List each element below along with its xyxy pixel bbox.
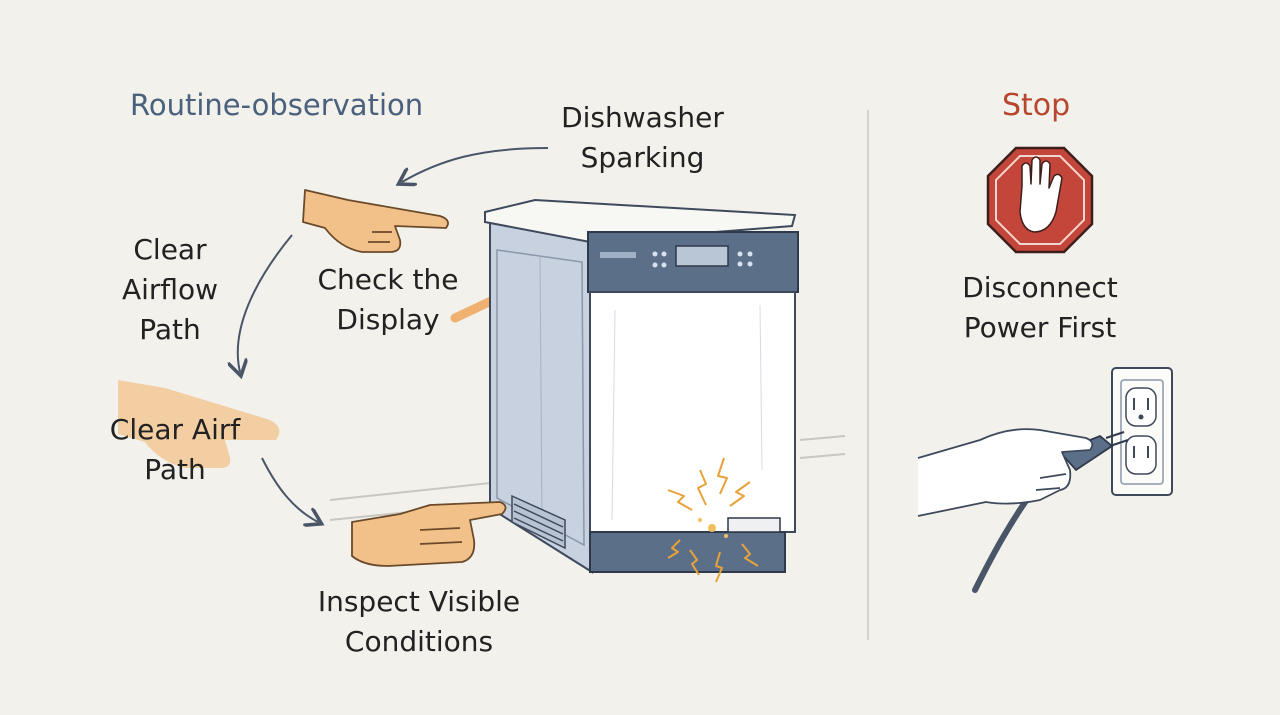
label-line: Sparking [580, 141, 705, 174]
arrow-to-airflow [238, 234, 293, 372]
arrow-to-check [402, 147, 549, 182]
label-dishwasher-sparking: Dishwasher Sparking [555, 98, 730, 178]
label-line: Clear Airf [109, 413, 241, 446]
flow-arrows [238, 147, 549, 522]
hand-pointing-icon [302, 189, 449, 253]
label-line: Path [139, 313, 201, 346]
display-screen [675, 245, 729, 267]
hand-blurred-icon [118, 380, 280, 468]
label-line: Power First [963, 311, 1117, 344]
stop-title: Stop [1002, 88, 1071, 123]
label-disconnect-power-first: Disconnect Power First [945, 268, 1135, 348]
power-outlet-icon [1111, 367, 1173, 496]
label-line: Check the [317, 263, 459, 296]
dishwasher-illustration [484, 198, 799, 574]
label-clear-airf-path: Clear Airf Path [100, 410, 250, 490]
routine-title: Routine-observation [130, 88, 424, 122]
label-line: Path [144, 453, 206, 486]
label-clear-airflow-path: Clear Airflow Path [110, 230, 230, 350]
hand-inspect-icon [351, 501, 507, 567]
label-line: Inspect Visible [317, 585, 521, 618]
label-line: Dishwasher [561, 101, 724, 134]
label-line: Airflow [121, 273, 219, 306]
spark-icon [667, 457, 759, 583]
stop-sign-icon [986, 146, 1094, 254]
label-line: Clear [133, 233, 207, 266]
label-check-display: Check the Display [308, 260, 468, 340]
hand-stop-icon [1019, 156, 1063, 233]
hand-unplugging-icon [917, 428, 1094, 517]
label-inspect-visible-conditions: Inspect Visible Conditions [305, 582, 533, 662]
label-line: Disconnect [962, 271, 1118, 304]
label-line: Conditions [344, 625, 494, 658]
arrow-to-inspect [261, 457, 318, 522]
label-line: Display [336, 303, 440, 336]
